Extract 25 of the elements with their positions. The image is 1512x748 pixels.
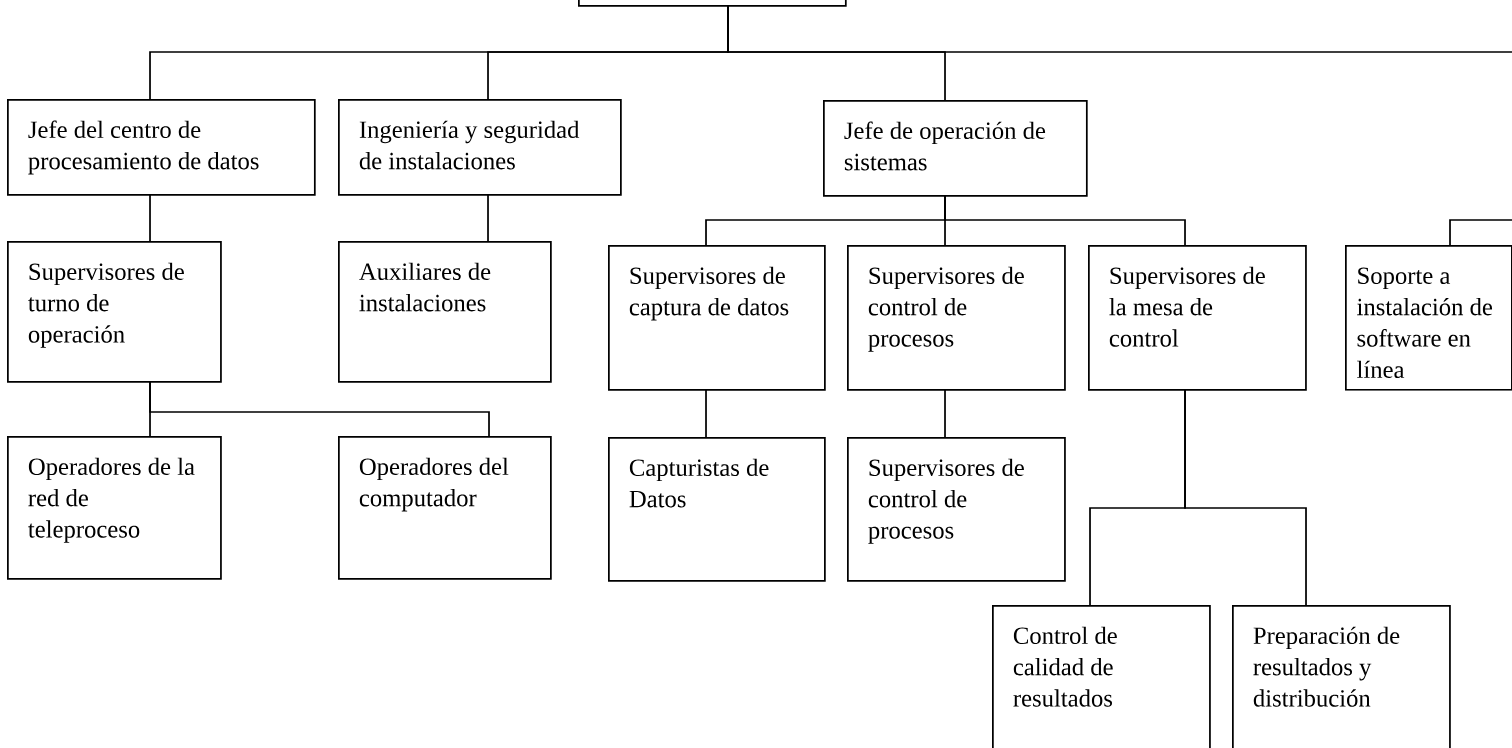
connector-line xyxy=(149,380,490,437)
org-box: Soporte a instalación de software en línea xyxy=(1345,245,1512,391)
org-box: Supervisores de control de procesos xyxy=(847,437,1066,582)
org-box: Auxiliares de instalaciones xyxy=(338,241,552,383)
connector-line xyxy=(1449,219,1512,246)
org-box: Supervisores de la mesa de control xyxy=(1088,245,1307,391)
org-box: Supervisores de control de procesos xyxy=(847,245,1066,391)
org-box: Jefe del centro de procesamiento de datos xyxy=(7,99,316,196)
org-box: Jefe de operación de sistemas xyxy=(823,100,1088,197)
org-box: Preparación de resultados y distribución xyxy=(1232,605,1451,748)
connector-line xyxy=(944,194,1186,246)
connector-line xyxy=(1184,388,1307,606)
org-box: Supervisores de turno de operación xyxy=(7,241,222,383)
org-box: Operadores del computador xyxy=(338,436,552,580)
org-box: Operadores de la red de teleproceso xyxy=(7,436,222,580)
org-box: Capturistas de Datos xyxy=(608,437,826,582)
connector-line xyxy=(149,193,151,242)
org-box: Control de calidad de resultados xyxy=(992,605,1211,748)
org-box: Supervisores de captura de datos xyxy=(608,245,826,391)
org-box: Ingeniería y seguridad de instalaciones xyxy=(338,99,622,196)
connector-line xyxy=(727,4,1512,53)
empty-box xyxy=(578,0,847,7)
connector-line xyxy=(944,388,946,438)
connector-line xyxy=(705,388,707,438)
connector-line xyxy=(487,193,489,242)
